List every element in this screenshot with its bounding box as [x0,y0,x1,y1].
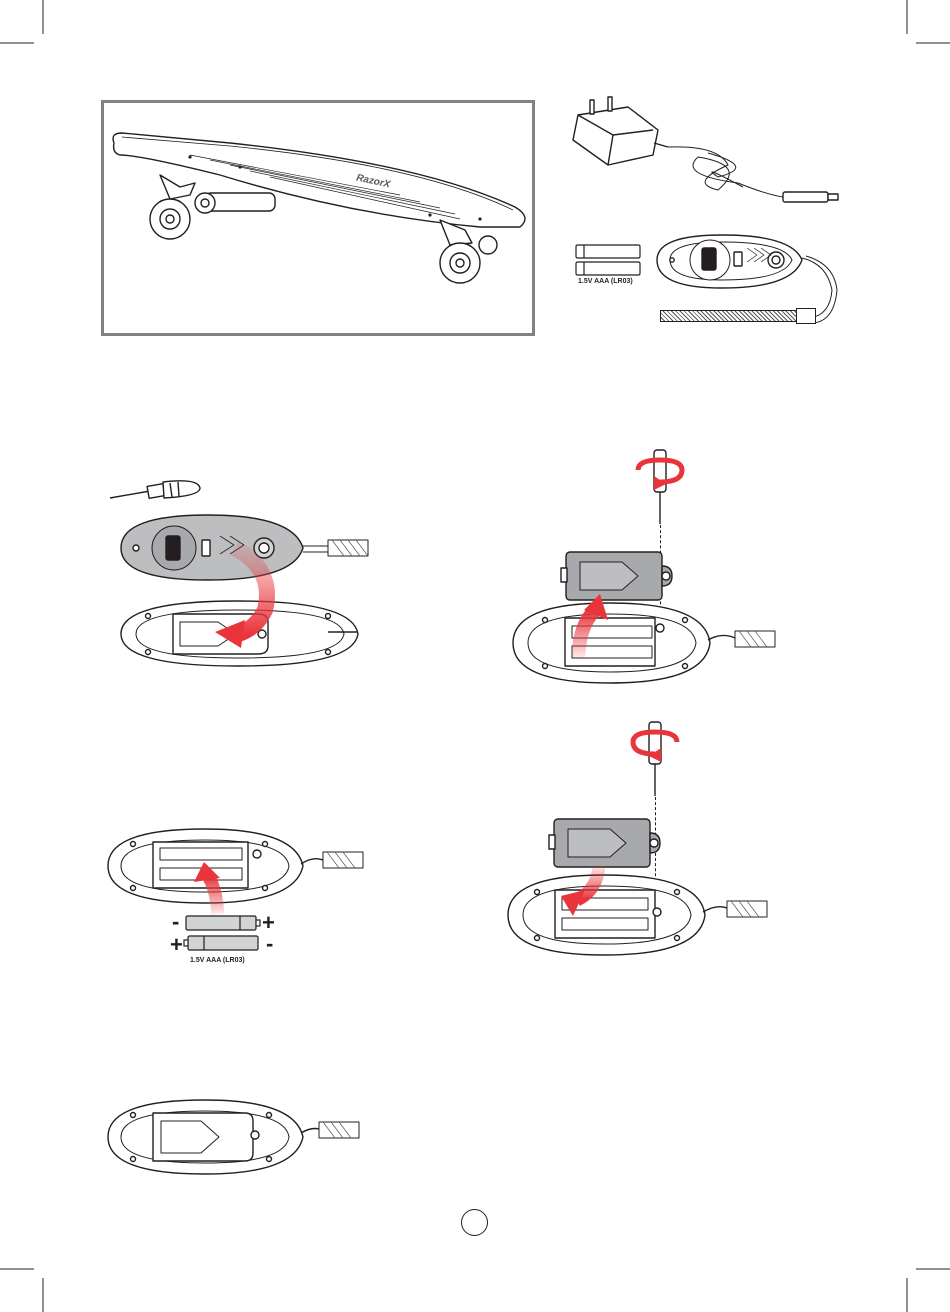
charger-connector [783,192,828,202]
remote-close-compartment [505,870,775,960]
arrow-remove-cover [205,540,285,650]
remote-closed [105,1097,365,1177]
contents-batteries [574,243,644,279]
lanyard-strap [660,310,798,322]
battery-icon [576,245,640,258]
battery-icon [186,916,256,930]
lanyard-clip [796,308,816,324]
polarity-plus-bottom-left: + [170,934,183,956]
screwdriver-icon [108,480,208,504]
batteries-polarity [184,914,274,954]
install-battery-label: 1.5V AAA (LR03) [190,957,245,964]
screwdriver-tighten-icon [625,720,685,800]
arrow-close-cover [555,862,615,922]
contents-battery-label: 1.5V AAA (LR03) [578,278,633,285]
battery-icon [576,262,640,275]
page-number-marker [461,1209,488,1236]
polarity-minus-top-left: - [172,911,179,933]
battery-icon [188,936,258,950]
screwdriver-unscrew-icon [630,448,690,528]
charger-illustration [568,95,848,215]
remote-open-compartment [510,598,780,688]
skateboard-illustration [100,115,530,315]
arrow-insert-batteries [190,858,240,918]
arrow-lift-cover [568,592,618,662]
polarity-minus-bottom-right: - [266,933,273,955]
charger-plug [573,107,658,165]
contents-remote [652,230,852,345]
